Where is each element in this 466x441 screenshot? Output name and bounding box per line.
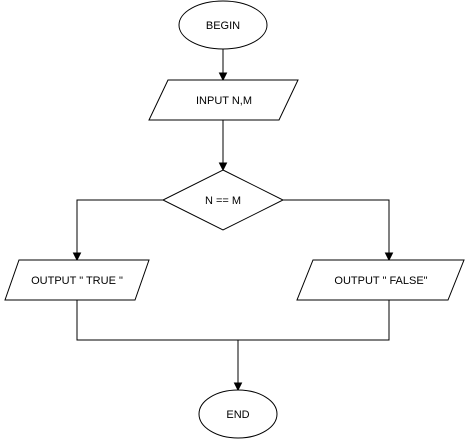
arrowhead-output-false [384,252,394,262]
node-decision: N == M [161,169,285,231]
output-false-parallelogram [296,259,465,301]
node-begin: BEGIN [178,0,268,50]
begin-ellipse [178,0,268,50]
node-input: INPUT N,M [148,79,299,121]
arrowhead-input [218,72,228,82]
input-parallelogram [148,79,299,121]
output-true-label: OUTPUT " TRUE " [31,275,123,287]
output-false-label: OUTPUT " FALSE" [334,275,427,287]
decision-diamond [161,169,285,231]
input-label: INPUT N,M [196,95,252,107]
edge-decision-output-true [76,199,163,253]
edge-output-false-merge [238,300,390,341]
edge-output-true-merge [76,300,238,341]
arrowhead-end [233,382,243,392]
arrowhead-decision [218,162,228,172]
node-output-true: OUTPUT " TRUE " [4,259,150,301]
output-true-parallelogram [4,259,150,301]
begin-label: BEGIN [206,20,240,32]
node-output-false: OUTPUT " FALSE" [296,259,465,301]
connectors [72,49,394,392]
decision-label: N == M [205,195,241,207]
node-end: END [198,389,278,439]
end-ellipse [198,389,278,439]
edge-decision-output-false [283,199,390,253]
end-label: END [226,409,249,421]
arrowhead-output-true [72,252,82,262]
